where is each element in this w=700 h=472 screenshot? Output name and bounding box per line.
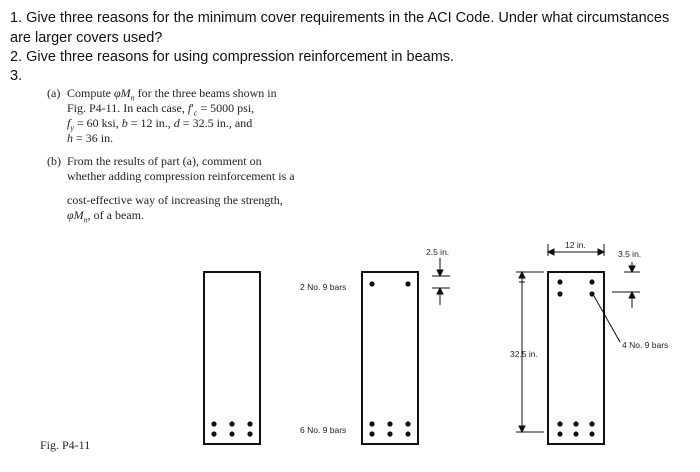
part-b-line-2: whether adding compression reinforcement… (67, 169, 295, 183)
beam-3-depth-label: 32.5 in. (510, 349, 538, 359)
beam-2-cover-dimension (432, 258, 450, 305)
beam-2-bars (369, 281, 411, 437)
beam-2-section (361, 271, 419, 445)
beam-2-cover-label: 2.5 in. (426, 247, 450, 257)
part-a-line-1: Compute φMn for the three beams shown in (67, 86, 277, 103)
beam-3-bar-leader (593, 295, 621, 343)
beam-3-bars-label: 4 No. 9 bars (622, 340, 669, 350)
part-a-line-3: fy = 60 ksi, b = 12 in., d = 32.5 in., a… (67, 116, 253, 133)
part-a-line-2: Fig. P4-11. In each case, f′c = 5000 psi… (67, 101, 255, 118)
beam-1-bars (211, 421, 253, 437)
beam-3-width-dimension (547, 244, 605, 256)
beam-3-section (547, 271, 605, 445)
question-1-line-1: 1. Give three reasons for the minimum co… (10, 10, 670, 26)
figure-caption: Fig. P4-11 (40, 438, 91, 452)
part-b-line-1: From the results of part (a), comment on (67, 154, 262, 168)
part-a-label: (a) (47, 86, 61, 100)
beam-2-bottom-bars-label: 6 No. 9 bars (300, 425, 347, 435)
beam-3-width-label: 12 in. (565, 240, 586, 250)
beam-3-depth-dimension (516, 271, 544, 433)
beam-3-cover-label: 3.5 in. (618, 249, 642, 259)
part-b-label: (b) (47, 154, 61, 168)
beam-1-section (203, 271, 261, 445)
question-3: 3. (10, 68, 23, 84)
part-b-line-4: φMn, of a beam. (67, 208, 144, 225)
part-a-line-4: h = 36 in. (67, 131, 114, 145)
beam-2-top-bars-label: 2 No. 9 bars (300, 282, 347, 292)
question-1-line-2: are larger covers used? (10, 30, 163, 46)
part-b-line-3: cost-effective way of increasing the str… (67, 193, 283, 207)
beam-3-cover-dimension (612, 262, 640, 308)
question-2: 2. Give three reasons for using compress… (10, 49, 455, 65)
beam-3-bars (557, 279, 595, 437)
